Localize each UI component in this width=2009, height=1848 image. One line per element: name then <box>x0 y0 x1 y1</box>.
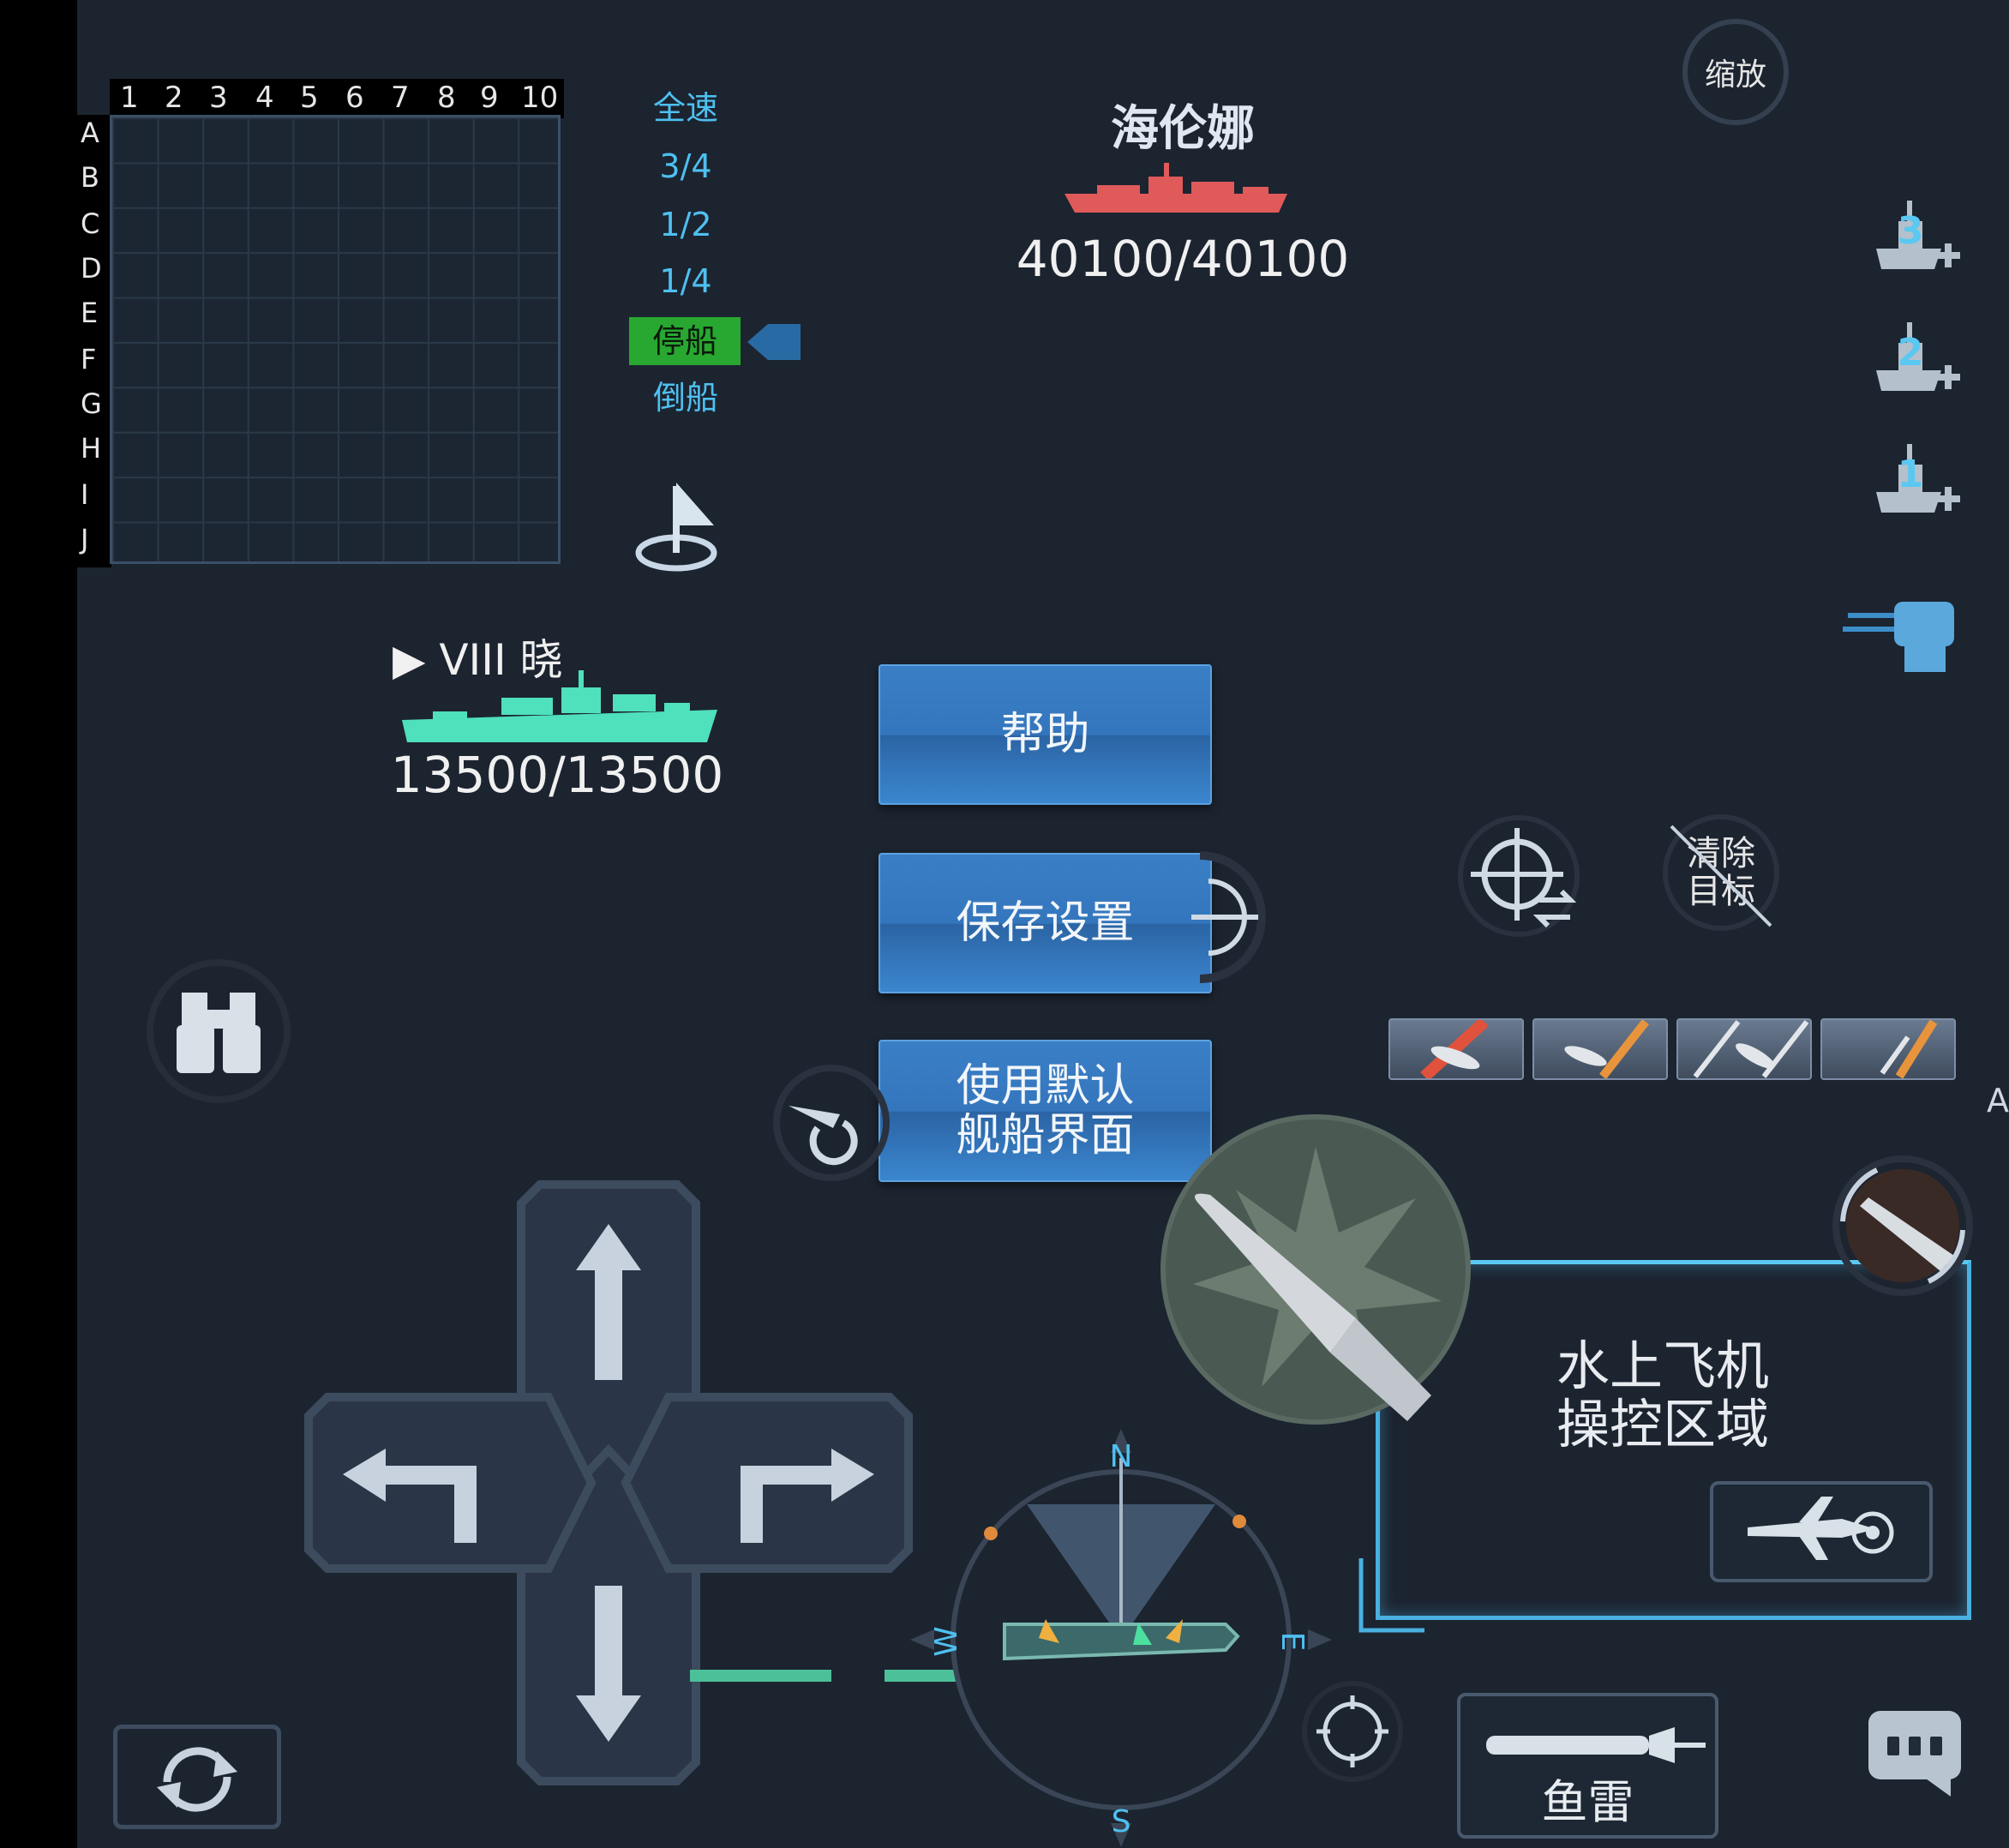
refresh-cycle-icon <box>157 1747 237 1812</box>
minimap-row-labels: A B C D E F G H I J <box>77 115 111 567</box>
help-button[interactable]: 帮助 <box>879 664 1212 805</box>
fleet-slot-number: 1 <box>1898 453 1924 496</box>
fleet-slot-3-icon[interactable]: 3 <box>1873 195 1963 281</box>
speed-indicator-arrow <box>747 324 801 360</box>
dpad-left-button[interactable] <box>304 1393 597 1573</box>
chat-tail <box>1920 1774 1951 1797</box>
rotate-icon[interactable] <box>771 1063 891 1183</box>
arrow-down-icon <box>576 1586 641 1742</box>
fleet-slot-2-icon[interactable]: 2 <box>1873 317 1963 403</box>
minimap-row-label: H <box>81 432 102 465</box>
shell-special-icon <box>1880 1019 1938 1079</box>
minimap-row-label: G <box>81 387 102 420</box>
speed-option-three-quarter[interactable]: 3/4 <box>659 147 712 185</box>
seaplane-area-corner <box>1358 1558 1424 1633</box>
left-black-bar <box>0 0 77 1848</box>
chat-dot <box>1909 1737 1921 1755</box>
compass-s-label: S <box>1112 1804 1131 1839</box>
weapon-slot-he[interactable] <box>1388 1017 1524 1082</box>
shell-fire-icon[interactable] <box>1159 1113 1476 1430</box>
fleet-slot-number: 2 <box>1898 331 1924 375</box>
chat-dot <box>1887 1737 1899 1755</box>
speed-option-full[interactable]: 全速 <box>652 89 718 127</box>
fleet-slot-number: 3 <box>1898 209 1924 253</box>
minimap[interactable] <box>110 115 561 564</box>
throttle-bar <box>690 1670 831 1682</box>
crosshair-icon[interactable] <box>1191 849 1277 986</box>
weapon-slot-sap[interactable] <box>1676 1018 1812 1080</box>
turn-left-icon <box>343 1449 477 1543</box>
minimap-row-label: I <box>81 478 89 511</box>
minimap-col-label: 1 <box>120 81 139 115</box>
chat-dot <box>1930 1737 1942 1755</box>
speed-option-reverse[interactable]: 倒船 <box>652 379 718 417</box>
clear-target-button[interactable]: 清除 目标 <box>1663 814 1779 931</box>
minimap-col-label: 4 <box>255 81 274 115</box>
compass-w-label: W <box>929 1626 964 1657</box>
minimap-col-label: 10 <box>521 81 559 115</box>
seaplane-launch-button[interactable] <box>1710 1481 1933 1582</box>
default-ui-button[interactable]: 使用默认 舰船界面 <box>879 1040 1212 1182</box>
seaplane-area-label: 水上飞机 操控区域 <box>1556 1335 1769 1455</box>
refresh-icon[interactable] <box>1826 1153 1980 1299</box>
shell-ap-icon <box>1564 1018 1649 1080</box>
chat-icon[interactable] <box>1868 1711 1961 1779</box>
torpedo-button[interactable] <box>1457 1693 1718 1839</box>
camera-reset-button[interactable] <box>113 1725 281 1829</box>
minimap-row-label: E <box>81 297 99 329</box>
player-ship-name: ▶ VIII 晓 <box>393 635 563 685</box>
player-ship-silhouette-icon <box>402 670 717 742</box>
arrow-up-icon <box>576 1224 641 1380</box>
fleet-slot-1-icon[interactable]: 1 <box>1873 439 1963 525</box>
minimap-column-labels: 1 2 3 4 5 6 7 8 9 10 <box>110 79 564 118</box>
target-ship-hp: 40100/40100 <box>1016 230 1350 288</box>
weapon-slot-torpedo-shell[interactable] <box>1820 1018 1956 1080</box>
minimap-col-label: 3 <box>209 81 228 115</box>
torpedo-label: 鱼雷 <box>1541 1775 1634 1829</box>
minimap-row-label: C <box>81 207 100 240</box>
player-ship-hp: 13500/13500 <box>390 746 724 804</box>
dpad-right-button[interactable] <box>621 1393 913 1573</box>
minimap-row-label: F <box>81 343 97 375</box>
compass-n-label: N <box>1110 1439 1133 1474</box>
minimap-row-label: A <box>81 117 99 149</box>
target-ship-name: 海伦娜 <box>1111 101 1255 157</box>
zoom-button[interactable]: 缩放 <box>1682 19 1789 125</box>
speed-option-stop[interactable]: 停船 <box>629 317 741 365</box>
minimap-row-label: D <box>81 252 102 285</box>
flag-icon[interactable] <box>630 476 724 577</box>
weapon-slot-ap[interactable] <box>1532 1018 1668 1080</box>
seaplane-target-icon <box>1748 1497 1894 1560</box>
minimap-col-label: 6 <box>345 81 364 115</box>
minimap-col-label: 9 <box>480 81 499 115</box>
minimap-col-label: 2 <box>165 81 183 115</box>
turret-icon[interactable] <box>1843 590 1963 680</box>
save-settings-button[interactable]: 保存设置 <box>879 853 1212 993</box>
compass-e-label: E <box>1274 1632 1310 1652</box>
shell-he-icon <box>1420 1017 1489 1082</box>
shell-sap-icon <box>1693 1020 1809 1078</box>
aim-center-icon[interactable] <box>1301 1680 1404 1783</box>
binoculars-icon[interactable] <box>146 958 291 1104</box>
turn-right-icon <box>741 1449 874 1543</box>
minimap-col-label: 7 <box>391 81 410 115</box>
enemy-ship-silhouette-icon <box>1064 163 1287 213</box>
speed-option-quarter[interactable]: 1/4 <box>659 262 712 300</box>
minimap-col-label: 5 <box>300 81 319 115</box>
dpad <box>304 1180 913 1785</box>
crosshair-swap-icon[interactable] <box>1457 814 1586 939</box>
minimap-row-label: J <box>81 523 89 555</box>
speed-option-half[interactable]: 1/2 <box>659 206 712 243</box>
seaplane-control-area[interactable] <box>1376 1260 1971 1620</box>
compass: N S E W <box>910 1429 1332 1847</box>
minimap-row-label: B <box>81 161 99 194</box>
clear-target-slash-icon <box>1670 825 1772 927</box>
minimap-col-label: 8 <box>437 81 456 115</box>
edge-partial-label: A <box>1987 1082 2009 1119</box>
torpedo-icon <box>1486 1727 1706 1763</box>
